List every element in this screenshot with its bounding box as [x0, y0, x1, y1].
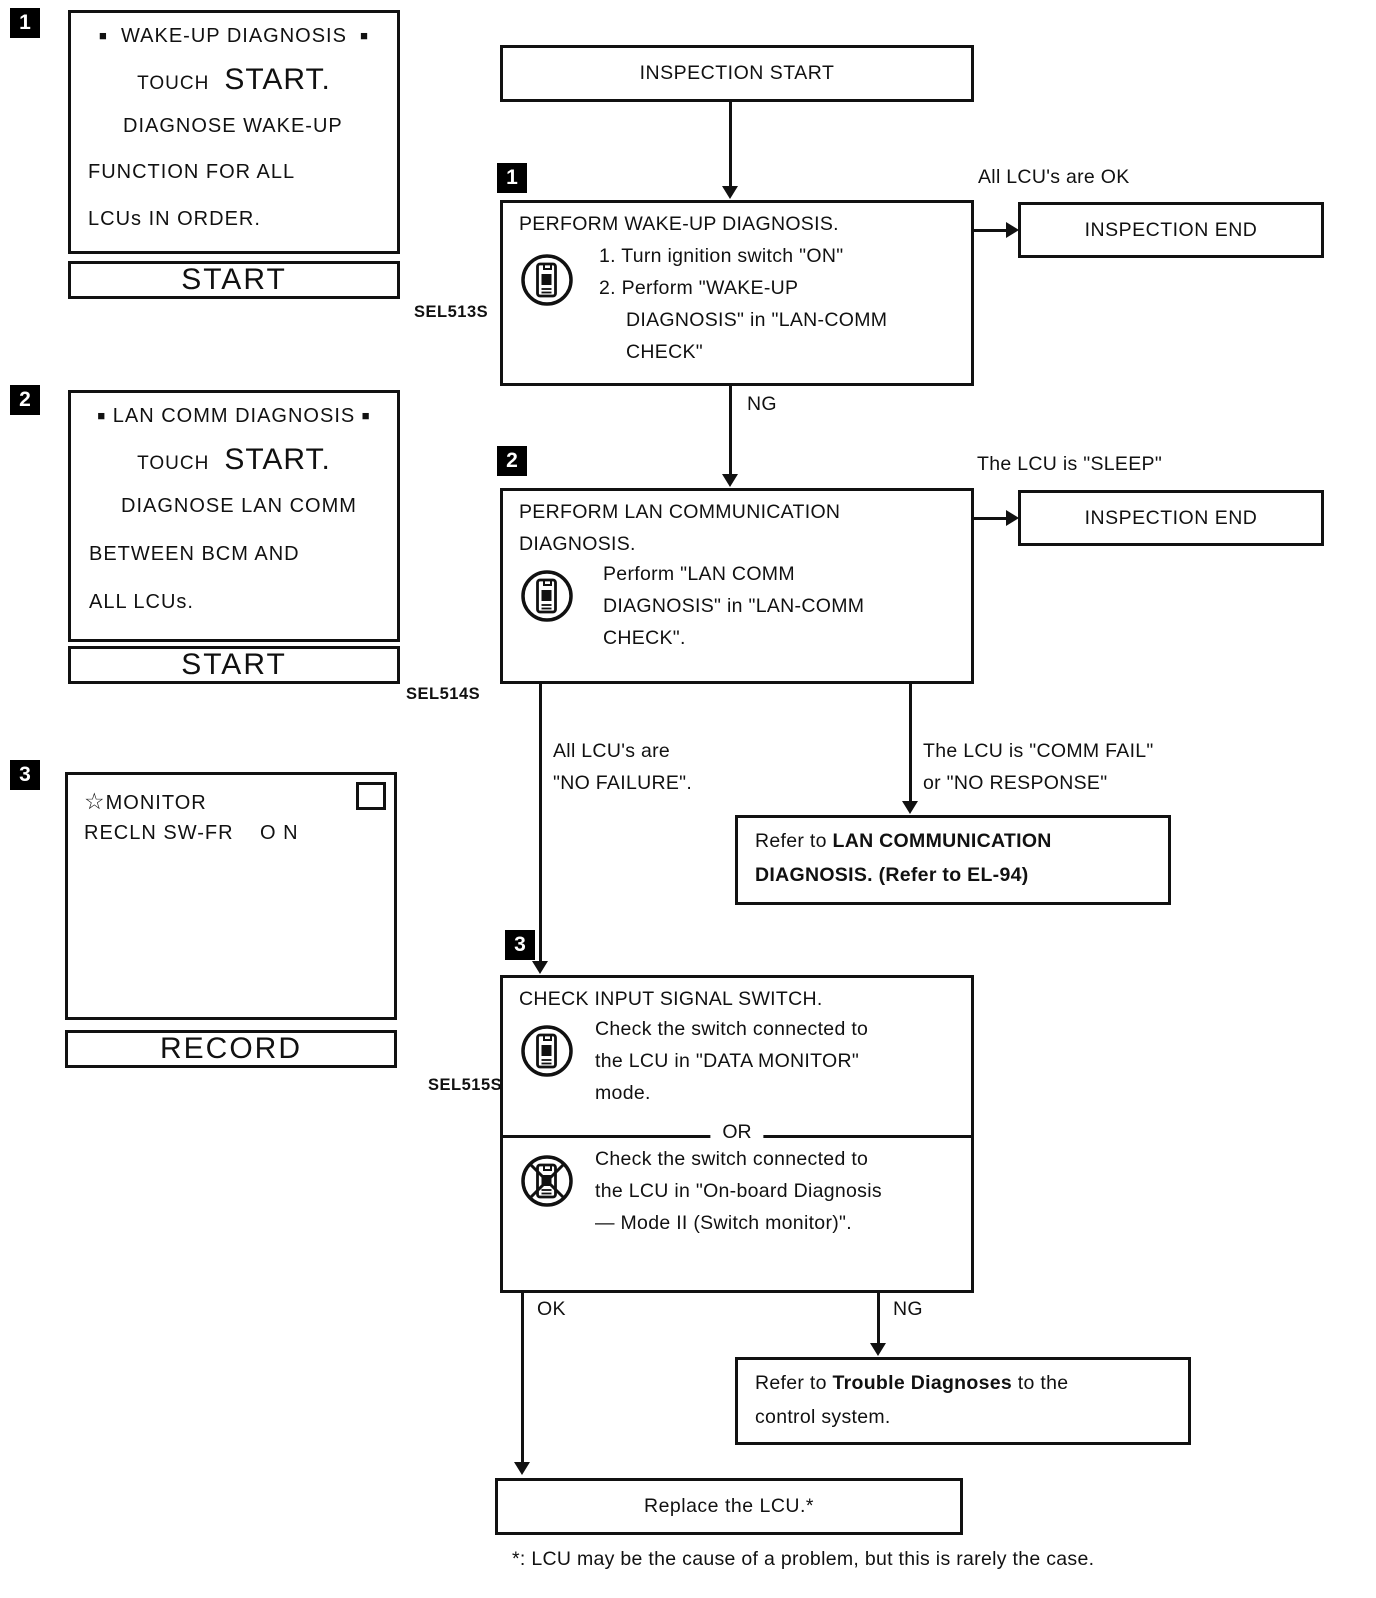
step2-number-badge: 2: [497, 446, 527, 476]
arrowhead-right-icon: [1006, 510, 1019, 526]
step2-line: CHECK".: [603, 627, 686, 649]
arrowhead-down-icon: [902, 801, 918, 814]
consult-tool-icon: [520, 253, 574, 312]
branch-no-failure-label: "NO FAILURE".: [553, 772, 693, 794]
no-consult-tool-icon: [520, 1154, 574, 1213]
connector-line: [539, 684, 542, 964]
screen1-body-line: DIAGNOSE WAKE-UP: [123, 115, 343, 137]
screen3-title: ☆MONITOR: [84, 788, 207, 814]
or-divider-line: OR: [503, 1121, 971, 1144]
arrowhead-down-icon: [722, 186, 738, 199]
step3-box: CHECK INPUT SIGNAL SWITCH. Check the swi…: [500, 975, 974, 1293]
step1-box: PERFORM WAKE-UP DIAGNOSIS. 1. Turn ignit…: [500, 200, 974, 386]
step3-number-badge: 3: [505, 930, 535, 960]
branch1-ok-label: All LCU's are OK: [978, 166, 1130, 188]
step1-line: 1. Turn ignition switch "ON": [599, 245, 844, 267]
screen2-body-line: DIAGNOSE LAN COMM: [121, 495, 357, 517]
inspection-end-box: INSPECTION END: [1018, 202, 1324, 258]
arrowhead-down-icon: [514, 1462, 530, 1475]
monitor-row-value: O N: [260, 822, 299, 844]
screen3-number-badge: 3: [10, 760, 40, 790]
figure-ref-label: SEL514S: [406, 685, 481, 703]
inspection-end-box: INSPECTION END: [1018, 490, 1324, 546]
branch-no-failure-label: All LCU's are: [553, 740, 671, 762]
step2-line: DIAGNOSIS" in "LAN-COMM: [603, 595, 865, 617]
refer-lan-bold: LAN COMMUNICATION: [832, 830, 1052, 852]
step3-line: the LCU in "On-board Diagnosis: [595, 1180, 882, 1202]
connector-line: [729, 102, 732, 188]
screen2-title: ■ LAN COMM DIAGNOSIS ■: [97, 405, 371, 427]
screen1-number-badge: 1: [10, 8, 40, 38]
refer-lan-pre: Refer to: [755, 830, 833, 852]
square-bullet-icon: ■: [97, 408, 107, 423]
figure-ref-label: SEL515S: [428, 1076, 503, 1094]
screen2-body-line: ALL LCUs.: [89, 591, 194, 613]
consult-tool-icon: [520, 569, 574, 628]
consult-screen-monitor: ☆MONITOR RECLN SW-FR O N: [65, 772, 397, 1020]
step3-line: Check the switch connected to: [595, 1148, 869, 1170]
screen2-body-line: BETWEEN BCM AND: [89, 543, 300, 565]
arrowhead-down-icon: [532, 961, 548, 974]
step3-title: CHECK INPUT SIGNAL SWITCH.: [519, 988, 823, 1010]
step1-line: 2. Perform "WAKE-UP: [599, 277, 799, 299]
connector-line: [974, 229, 1010, 232]
step1-number-badge: 1: [497, 163, 527, 193]
start-button[interactable]: START: [68, 261, 400, 299]
square-bullet-icon: ■: [99, 28, 108, 43]
arrowhead-down-icon: [722, 474, 738, 487]
step1-title: PERFORM WAKE-UP DIAGNOSIS.: [519, 213, 839, 235]
branch1-ng-label: NG: [747, 393, 777, 415]
screen1-body-line: FUNCTION FOR ALL: [88, 161, 296, 183]
or-divider-label: OR: [710, 1121, 764, 1144]
square-bullet-icon: ■: [360, 28, 369, 43]
monitor-row-label: RECLN SW-FR: [84, 822, 234, 844]
screen2-number-badge: 2: [10, 385, 40, 415]
step2-line: Perform "LAN COMM: [603, 563, 795, 585]
square-bullet-icon: ■: [361, 408, 371, 423]
branch2-sleep-label: The LCU is "SLEEP": [977, 453, 1163, 475]
step3-line: — Mode II (Switch monitor)".: [595, 1212, 852, 1234]
step2-box: PERFORM LAN COMMUNICATION DIAGNOSIS. Per…: [500, 488, 974, 684]
connector-line: [521, 1293, 524, 1465]
star-icon: ☆: [84, 788, 106, 814]
connector-line: [729, 386, 732, 476]
branch3-ok-label: OK: [537, 1298, 566, 1320]
screen1-body-line: LCUs IN ORDER.: [88, 208, 261, 230]
branch-comm-fail-label: or "NO RESPONSE": [923, 772, 1108, 794]
step1-line: DIAGNOSIS" in "LAN-COMM: [626, 309, 888, 331]
step2-title: DIAGNOSIS.: [519, 533, 636, 555]
arrowhead-right-icon: [1006, 222, 1019, 238]
step2-title: PERFORM LAN COMMUNICATION: [519, 501, 841, 523]
branch-comm-fail-label: The LCU is "COMM FAIL": [923, 740, 1154, 762]
footnote: *: LCU may be the cause of a problem, bu…: [512, 1548, 1095, 1570]
trouble-post: to the: [1012, 1372, 1069, 1394]
connector-line: [909, 684, 912, 804]
branch3-ng-label: NG: [893, 1298, 923, 1320]
start-button[interactable]: START: [68, 646, 400, 684]
replace-lcu-box: Replace the LCU.*: [495, 1478, 963, 1535]
refer-lan-diagnosis-box: Refer to LAN COMMUNICATION DIAGNOSIS. (R…: [735, 815, 1171, 905]
connector-line: [877, 1293, 880, 1345]
step1-line: CHECK": [626, 341, 703, 363]
record-button[interactable]: RECORD: [65, 1030, 397, 1068]
step3-line: Check the switch connected to: [595, 1018, 869, 1040]
inspection-start-box: INSPECTION START: [500, 45, 974, 102]
step3-line: mode.: [595, 1082, 651, 1104]
refer-lan-bold: DIAGNOSIS. (Refer to EL-94): [755, 864, 1029, 886]
trouble-pre: Refer to: [755, 1372, 833, 1394]
refer-trouble-diagnoses-box: Refer to Trouble Diagnoses to the contro…: [735, 1357, 1191, 1445]
monitor-checkbox-icon: [356, 782, 386, 810]
trouble-line: control system.: [755, 1406, 891, 1428]
step3-line: the LCU in "DATA MONITOR": [595, 1050, 860, 1072]
connector-line: [974, 517, 1010, 520]
screen1-title: ■ WAKE-UP DIAGNOSIS ■: [99, 25, 369, 47]
consult-tool-icon: [520, 1024, 574, 1083]
figure-ref-label: SEL513S: [414, 303, 489, 321]
trouble-bold: Trouble Diagnoses: [832, 1372, 1013, 1394]
arrowhead-down-icon: [870, 1343, 886, 1356]
